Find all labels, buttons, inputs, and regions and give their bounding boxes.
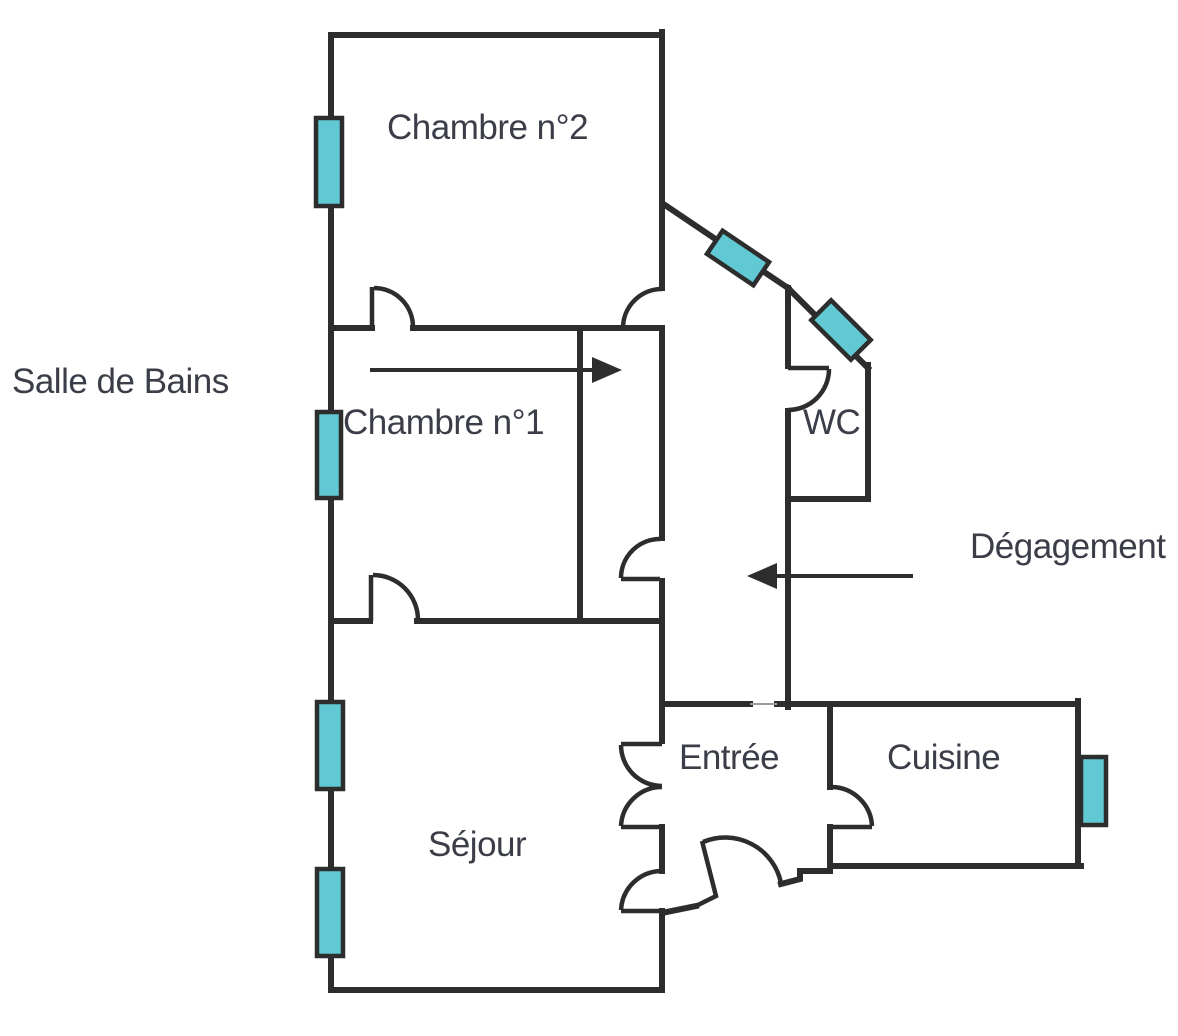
room-label-degagement: Dégagement [970, 527, 1166, 566]
window-marker-chambre2 [313, 115, 345, 209]
salle-de-bains-arrow-head [592, 357, 622, 383]
annotation-arrows [370, 357, 913, 589]
room-label-sejour: Séjour [428, 825, 527, 864]
room-label-wc: WC [803, 403, 861, 442]
room-label-chambre-1: Chambre n°1 [343, 403, 545, 442]
wall-entree-bottom-left [658, 902, 700, 917]
door-swing [373, 285, 416, 328]
entrance-door-leaf [694, 840, 719, 909]
degagement-arrow-head [747, 563, 777, 589]
room-label-chambre-2: Chambre n°2 [387, 108, 589, 147]
room-label-entree: Entrée [679, 738, 780, 777]
window-marker-chambre1 [314, 409, 344, 501]
window-marker-sejour-upper [314, 699, 346, 792]
wall-wc-right-bottom [785, 362, 871, 502]
door-swing [831, 784, 875, 827]
door-swing [618, 536, 661, 579]
wall-entree-bottom-right [777, 868, 832, 888]
doors [368, 285, 875, 914]
exterior-wall-left [328, 32, 665, 993]
room-label-cuisine: Cuisine [887, 738, 1001, 777]
door-swing [618, 744, 663, 789]
entrance-door-swing [702, 835, 784, 884]
room-label-salle-de-bains: Salle de Bains [12, 362, 229, 401]
walls [328, 29, 1084, 993]
window-marker-sejour-lower [314, 866, 346, 959]
window-marker-diagonal-2 [808, 297, 874, 363]
window-marker-cuisine [1078, 754, 1109, 828]
windows [313, 115, 1109, 959]
door-swing [787, 368, 832, 413]
window-marker-diagonal-1 [703, 227, 773, 289]
door-swing [618, 784, 663, 827]
door-swing [372, 572, 421, 621]
door-swing [618, 868, 663, 911]
door-swing [620, 286, 663, 329]
